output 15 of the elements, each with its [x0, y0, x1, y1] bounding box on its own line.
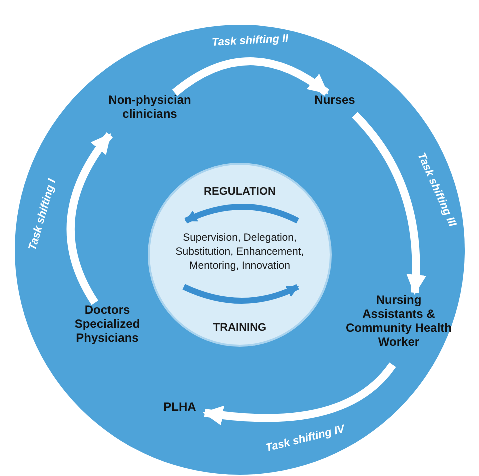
curved-arrow [172, 58, 330, 96]
curved-arrow [352, 112, 426, 295]
edge-label: Task shifting IV [264, 423, 346, 455]
arrow-label: TRAINING [212, 321, 268, 335]
role-label: Doctors Specialized Physicians [60, 303, 155, 361]
role-label: Nursing Assistants & Community Health Worker [345, 293, 453, 365]
curved-arrow [66, 132, 114, 306]
curved-arrow [203, 362, 396, 426]
edge-label: Task shifting II [211, 33, 288, 49]
role-label: PLHA [155, 400, 205, 420]
edge-label: Task shifting I [26, 178, 59, 252]
role-label: Non-physician clinicians [95, 93, 205, 135]
arrow-label: REGULATION [203, 185, 277, 199]
role-label: Nurses [300, 93, 370, 115]
body-text: Supervision, Delegation, Substitution, Enhancement, Mentoring, Innovation [174, 231, 306, 273]
